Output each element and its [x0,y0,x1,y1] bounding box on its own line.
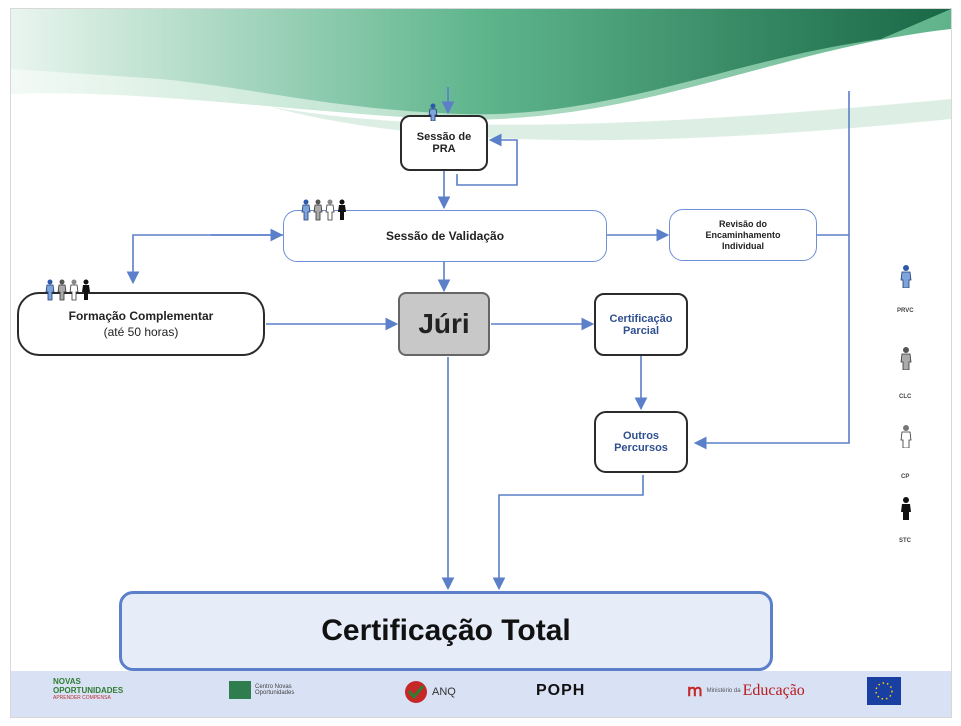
juri-label: Júri [418,308,470,339]
person-blue-icon [900,265,912,288]
validacao-people-icon [301,199,346,221]
outros-percursos-box: Outros Percursos [594,411,688,473]
sessao-pra-label: Sessão de PRA [416,131,472,155]
sessao-validacao-label: Sessão de Validação [385,229,505,243]
novas-oportunidades-logo: NOVAS OPORTUNIDADES APRENDER COMPENSA [53,677,124,701]
outros-percursos-label: Outros Percursos [614,430,668,454]
certificacao-parcial-label: Certificação Parcial [609,312,673,337]
connectors [126,87,850,591]
legend-label-clc: CLC [899,394,912,400]
anq-logo: ANQ [403,679,456,705]
poph-logo: POPH [536,682,586,699]
slide: Sessão de PRA Sessão de Validação Revisã… [10,8,952,718]
certificacao-parcial-box: Certificação Parcial [594,293,688,356]
legend-label-stc: STC [899,538,911,544]
pra-person-icon [428,103,438,121]
legend-label-cp: CP [901,474,910,480]
sessao-validacao-box: Sessão de Validação [283,210,607,262]
certificacao-total-label: Certificação Total [321,614,571,647]
formacao-sub: (até 50 horas) [103,325,179,339]
formacao-people-icon [45,279,90,301]
juri-box: Júri [398,292,490,356]
person-white-icon [900,425,912,448]
person-black-icon [901,497,911,520]
legend-label-prvc: PRVC [897,308,914,314]
ministerio-educacao-logo: ⅿ Ministério da Educação [687,682,805,700]
footer-logo-bar: NOVAS OPORTUNIDADES APRENDER COMPENSA Ce… [11,671,951,717]
person-grey-icon [900,347,912,370]
certificacao-total-box: Certificação Total [119,591,773,671]
sessao-pra-box: Sessão de PRA [400,115,488,171]
formacao-title: Formação Complementar [68,309,214,323]
revisao-box: Revisão do Encaminhamento Individual [669,209,817,261]
header-wave [11,9,951,141]
eu-flag-logo [867,677,901,705]
centro-novas-oportunidades-logo: Centro Novas Oportunidades [229,681,325,699]
revisao-label: Revisão do Encaminhamento Individual [705,218,781,251]
formacao-complementar-box: Formação Complementar (até 50 horas) [17,292,265,356]
legend: PRVC CLC CP STC [891,264,931,554]
